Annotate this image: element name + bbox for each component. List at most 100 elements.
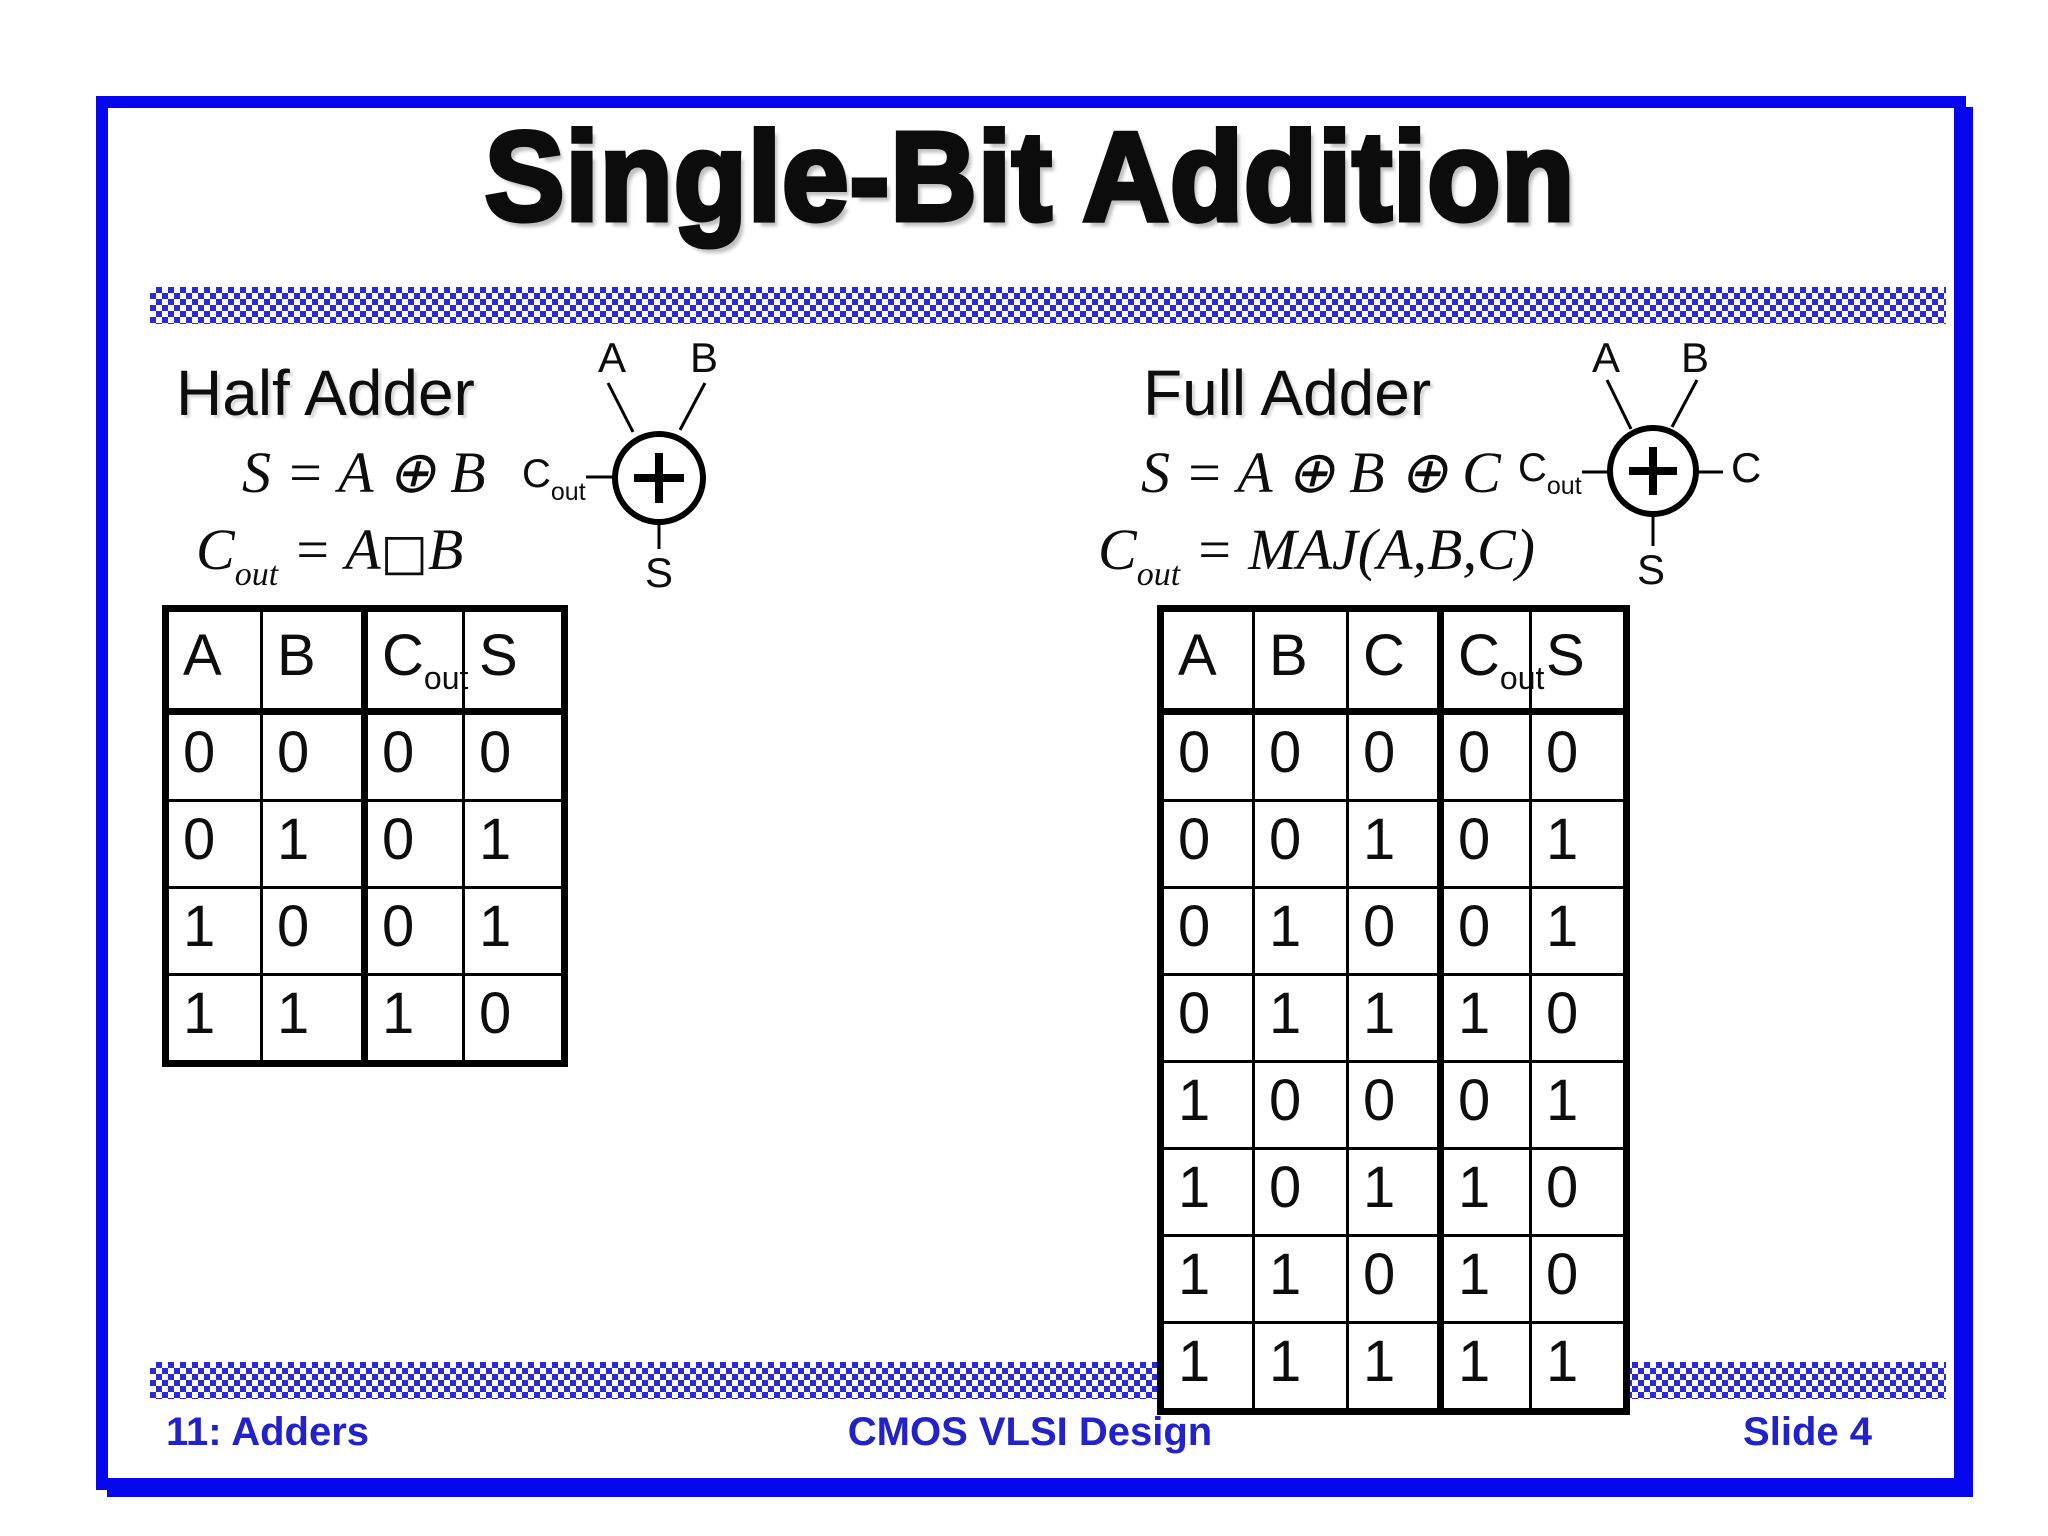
table-cell: 1 <box>1529 1324 1623 1408</box>
half-adder-carry-equation: Cout = A□B <box>196 516 463 594</box>
equation-term: B <box>427 517 464 582</box>
equation-term: = MAJ(A,B,C) <box>1180 517 1535 582</box>
equation-subscript: out <box>1136 556 1181 593</box>
table-cell: 1 <box>1346 802 1437 886</box>
plus-icon <box>1629 447 1677 495</box>
full-adder-heading: Full Adder <box>1143 357 1432 429</box>
table-cell: 0 <box>1346 715 1437 799</box>
table-header-cell: Cout <box>361 612 468 708</box>
full-symbol-cout-label: Cout <box>1518 446 1582 500</box>
table-cell: 1 <box>1252 1237 1346 1321</box>
half-symbol-a-label: A <box>598 334 627 381</box>
table-cell: 0 <box>1178 894 1211 959</box>
table-cell: 0 <box>1529 1150 1623 1234</box>
table-cell: 0 <box>1437 1063 1529 1147</box>
table-cell: 0 <box>1178 720 1211 785</box>
footer-lecture-label: 11: Adders <box>166 1410 370 1454</box>
table-cell: 1 <box>260 802 361 886</box>
footer-course-label: CMOS VLSI Design <box>847 1410 1213 1454</box>
table-cell: 1 <box>183 981 216 1046</box>
half-adder-heading: Half Adder <box>176 357 475 429</box>
table-cell: 1 <box>1178 1329 1211 1394</box>
table-cell: 1 <box>1437 976 1529 1060</box>
table-cell: 1 <box>462 889 561 973</box>
table-header-cell: Cout <box>1437 612 1544 708</box>
table-header-cell: S <box>462 612 561 708</box>
half-adder-symbol <box>586 382 707 549</box>
table-cell: 0 <box>1252 802 1346 886</box>
table-cell: 1 <box>183 894 216 959</box>
table-cell: 0 <box>361 715 462 799</box>
full-symbol-a-label: A <box>1592 334 1621 381</box>
divider-bar-top <box>150 287 1946 324</box>
table-cell: 0 <box>1346 889 1437 973</box>
table-cell: 0 <box>1529 976 1623 1060</box>
table-cell: 0 <box>1529 715 1623 799</box>
table-cell: 1 <box>1178 1068 1211 1133</box>
table-cell: 0 <box>1178 981 1211 1046</box>
table-header-cell: B <box>1252 612 1346 708</box>
table-cell: 0 <box>462 715 561 799</box>
half-symbol-cout-label: Cout <box>522 452 586 506</box>
table-cell: 1 <box>1529 1063 1623 1147</box>
table-cell: 1 <box>1437 1324 1529 1408</box>
missing-glyph-box: □ <box>380 523 428 581</box>
table-cell: 0 <box>183 720 216 785</box>
full-symbol-c-label: C <box>1731 444 1762 491</box>
table-cell: 0 <box>361 802 462 886</box>
table-cell: 1 <box>1346 976 1437 1060</box>
table-cell: 1 <box>462 802 561 886</box>
table-cell: 0 <box>1346 1063 1437 1147</box>
table-cell: 1 <box>1252 976 1346 1060</box>
table-cell: 1 <box>1529 889 1623 973</box>
footer-slide-number: Slide 4 <box>1743 1410 1872 1454</box>
plus-icon <box>634 453 684 503</box>
table-cell: 0 <box>260 715 361 799</box>
table-cell: 0 <box>1178 807 1211 872</box>
table-header-cell: S <box>1529 612 1623 708</box>
table-cell: 1 <box>1252 889 1346 973</box>
table-cell: 1 <box>1437 1237 1529 1321</box>
table-header-cell: A <box>183 623 222 688</box>
equation-term: = A <box>278 517 381 582</box>
half-symbol-s-label: S <box>645 549 674 596</box>
table-cell: 0 <box>1252 1150 1346 1234</box>
full-adder-carry-equation: Cout = MAJ(A,B,C) <box>1098 516 1535 594</box>
table-cell: 1 <box>1346 1150 1437 1234</box>
table-cell: 1 <box>260 976 361 1060</box>
table-cell: 0 <box>1437 889 1529 973</box>
table-header-cell: C <box>1346 612 1437 708</box>
table-cell: 1 <box>1346 1324 1437 1408</box>
half-symbol-b-label: B <box>690 334 719 381</box>
table-cell: 0 <box>260 889 361 973</box>
full-symbol-b-label: B <box>1681 334 1710 381</box>
divider-bar-bottom <box>150 1362 1946 1399</box>
half-adder-sum-equation: S = A ⊕ B <box>242 440 486 505</box>
equation-term: C <box>196 517 235 582</box>
full-adder-sum-equation: S = A ⊕ B ⊕ C <box>1141 440 1501 505</box>
table-header-cell: B <box>260 612 361 708</box>
table-cell: 1 <box>1252 1324 1346 1408</box>
table-header-cell: A <box>1178 623 1217 688</box>
table-cell: 1 <box>361 976 462 1060</box>
table-cell: 0 <box>361 889 462 973</box>
table-cell: 0 <box>462 976 561 1060</box>
table-cell: 0 <box>1529 1237 1623 1321</box>
table-cell: 1 <box>1529 802 1623 886</box>
table-cell: 0 <box>183 807 216 872</box>
